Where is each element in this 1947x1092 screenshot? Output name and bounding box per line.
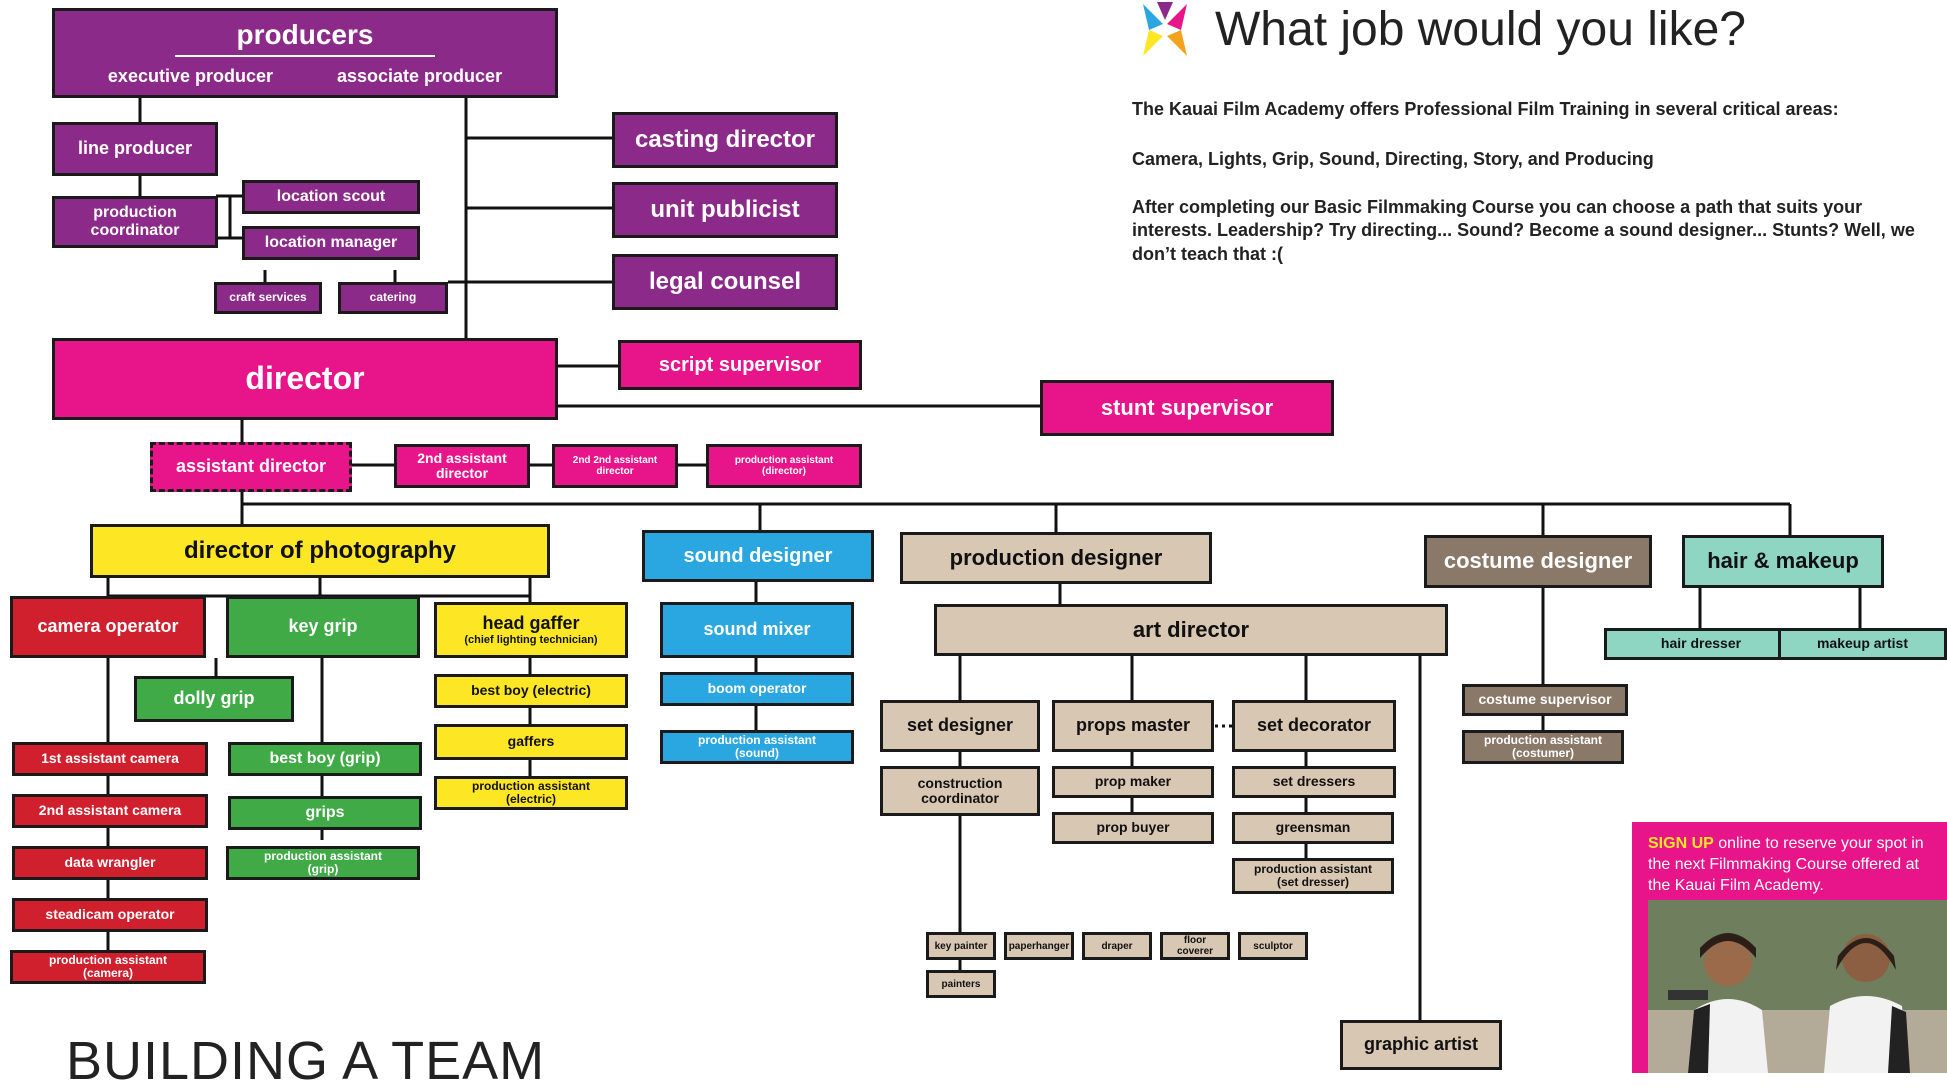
graphic-artist-box: graphic artist <box>1340 1020 1502 1070</box>
key-grip-box: key grip <box>226 596 420 658</box>
sculptor-box: sculptor <box>1238 932 1308 960</box>
production-assistant-camera-box: production assistant (camera) <box>10 950 206 984</box>
associate-producer-label: associate producer <box>337 65 503 86</box>
greensman-box: greensman <box>1232 812 1394 844</box>
unit-publicist-box: unit publicist <box>612 182 838 238</box>
director-of-photography-box: director of photography <box>90 524 550 578</box>
executive-producer-label: executive producer <box>107 65 273 86</box>
set-decorator-box: set decorator <box>1232 700 1396 752</box>
casting-director-box: casting director <box>612 112 838 168</box>
prop-buyer-box: prop buyer <box>1052 812 1214 844</box>
steadicam-operator-box: steadicam operator <box>12 898 208 932</box>
stunt-supervisor-box: stunt supervisor <box>1040 380 1334 436</box>
hair-dresser-box: hair dresser <box>1604 628 1798 660</box>
production-assistant-set-dresser-box: production assistant (set dresser) <box>1232 858 1394 894</box>
production-assistant-electric-box: production assistant (electric) <box>434 776 628 810</box>
head-gaffer-label: head gaffer <box>482 613 580 634</box>
location-scout-box: location scout <box>242 180 420 214</box>
catering-box: catering <box>338 282 448 314</box>
production-coordinator-box: production coordinator <box>52 196 218 248</box>
set-designer-box: set designer <box>880 700 1040 752</box>
production-assistant-director-box: production assistant (director) <box>706 444 862 488</box>
hair-makeup-box: hair & makeup <box>1682 535 1884 588</box>
grips-box: grips <box>228 796 422 830</box>
costume-supervisor-box: costume supervisor <box>1462 684 1628 716</box>
script-supervisor-box: script supervisor <box>618 340 862 390</box>
draper-box: draper <box>1082 932 1152 960</box>
students-photo <box>1648 900 1947 1073</box>
dolly-grip-box: dolly grip <box>134 676 294 722</box>
signup-highlight[interactable]: SIGN UP <box>1648 835 1714 852</box>
building-a-team-title: BUILDING A TEAM <box>66 1031 546 1091</box>
director-box: director <box>52 338 558 420</box>
production-designer-box: production designer <box>900 532 1212 584</box>
sound-designer-box: sound designer <box>642 530 874 582</box>
producers-title: producers <box>175 19 435 57</box>
production-assistant-grip-box: production assistant (grip) <box>226 846 420 880</box>
kauai-film-academy-logo <box>1135 0 1195 60</box>
second-second-assistant-director-box: 2nd 2nd assistant director <box>552 444 678 488</box>
second-assistant-director-box: 2nd assistant director <box>394 444 530 488</box>
intro-text: The Kauai Film Academy offers Profession… <box>1132 99 1839 119</box>
paperhanger-box: paperhanger <box>1004 932 1074 960</box>
legal-counsel-box: legal counsel <box>612 254 838 310</box>
craft-services-box: craft services <box>214 282 322 314</box>
art-director-box: art director <box>934 604 1448 656</box>
production-assistant-costumer-box: production assistant (costumer) <box>1462 730 1624 764</box>
head-gaffer-box: head gaffer (chief lighting technician) <box>434 602 628 658</box>
painters-box: painters <box>926 970 996 998</box>
line-producer-box: line producer <box>52 122 218 176</box>
producers-box: producers executive producer associate p… <box>52 8 558 98</box>
career-paths-text: After completing our Basic Filmmaking Co… <box>1132 197 1915 264</box>
page-title: What job would you like? <box>1215 3 1746 56</box>
first-assistant-camera-box: 1st assistant camera <box>12 742 208 776</box>
prop-maker-box: prop maker <box>1052 766 1214 798</box>
best-boy-electric-box: best boy (electric) <box>434 674 628 708</box>
set-dressers-box: set dressers <box>1232 766 1396 798</box>
props-master-box: props master <box>1052 700 1214 752</box>
makeup-artist-box: makeup artist <box>1778 628 1947 660</box>
head-gaffer-sublabel: (chief lighting technician) <box>464 633 598 646</box>
data-wrangler-box: data wrangler <box>12 846 208 880</box>
best-boy-grip-box: best boy (grip) <box>228 742 422 776</box>
gaffers-box: gaffers <box>434 724 628 760</box>
construction-coordinator-box: construction coordinator <box>880 766 1040 816</box>
sound-mixer-box: sound mixer <box>660 602 854 658</box>
second-assistant-camera-box: 2nd assistant camera <box>12 794 208 828</box>
production-assistant-sound-box: production assistant (sound) <box>660 730 854 764</box>
location-manager-box: location manager <box>242 226 420 260</box>
boom-operator-box: boom operator <box>660 672 854 706</box>
key-painter-box: key painter <box>926 932 996 960</box>
training-areas-text: Camera, Lights, Grip, Sound, Directing, … <box>1132 149 1654 169</box>
camera-operator-box: camera operator <box>10 596 206 658</box>
assistant-director-box: assistant director <box>150 442 352 492</box>
costume-designer-box: costume designer <box>1424 535 1652 588</box>
floor-coverer-box: floor coverer <box>1160 932 1230 960</box>
signup-text: online to reserve your spot in the next … <box>1648 835 1924 894</box>
